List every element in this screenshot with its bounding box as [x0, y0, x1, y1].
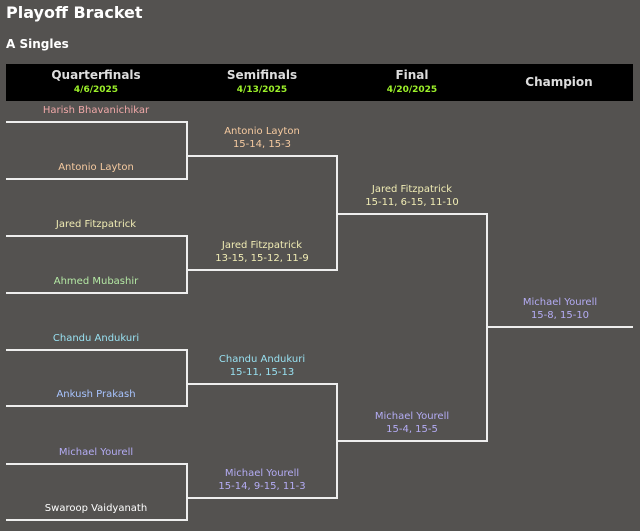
- final-player: Michael Yourell: [374, 411, 450, 422]
- qf-line: [6, 121, 188, 123]
- final-line: [336, 440, 488, 442]
- round-name: Champion: [525, 75, 593, 89]
- round-name: Semifinals: [226, 68, 298, 82]
- sf-line: [186, 155, 338, 157]
- qf-line: [6, 349, 188, 351]
- round-date: 4/20/2025: [386, 85, 438, 95]
- page-title: Playoff Bracket: [6, 3, 143, 22]
- qf-line: [6, 519, 188, 521]
- round-name: Final: [395, 68, 429, 82]
- sf-line: [186, 383, 338, 385]
- champion-line: [486, 326, 633, 328]
- qf-connector: [186, 349, 188, 407]
- sf-player: Chandu Andukuri: [218, 354, 306, 365]
- rounds-header: Quarterfinals 4/6/2025 Semifinals 4/13/202…: [6, 64, 633, 101]
- champion-player: Michael Yourell: [522, 297, 598, 308]
- qf-line: [6, 405, 188, 407]
- sf-player: Antonio Layton: [224, 126, 300, 137]
- champion-score: 15-8, 15-10: [530, 310, 590, 321]
- qf-line: [6, 178, 188, 180]
- qf-line: [6, 463, 188, 465]
- qf-player: Harish Bhavanichikar: [42, 105, 150, 116]
- sf-player: Jared Fitzpatrick: [221, 240, 303, 251]
- final-score: 15-11, 6-15, 11-10: [365, 197, 459, 208]
- round-date: 4/13/2025: [236, 85, 288, 95]
- qf-player: Ahmed Mubashir: [53, 276, 139, 287]
- round-quarterfinals: Quarterfinals 4/6/2025: [16, 64, 176, 95]
- qf-player: Chandu Andukuri: [52, 333, 140, 344]
- qf-player: Swaroop Vaidyanath: [44, 503, 148, 514]
- round-semifinals: Semifinals 4/13/2025: [182, 64, 342, 95]
- qf-line: [6, 292, 188, 294]
- qf-connector: [186, 121, 188, 180]
- sf-line: [186, 269, 338, 271]
- sf-player: Michael Yourell: [224, 468, 300, 479]
- sf-line: [186, 497, 338, 499]
- qf-player: Michael Yourell: [58, 447, 134, 458]
- qf-line: [6, 235, 188, 237]
- final-score: 15-4, 15-5: [386, 424, 438, 435]
- sf-score: 15-14, 15-3: [232, 139, 292, 150]
- sf-score: 15-11, 15-13: [229, 367, 295, 378]
- round-final: Final 4/20/2025: [332, 64, 492, 95]
- final-player: Jared Fitzpatrick: [371, 184, 453, 195]
- sf-score: 15-14, 9-15, 11-3: [218, 481, 306, 492]
- round-date: 4/6/2025: [73, 85, 119, 95]
- qf-player: Antonio Layton: [58, 162, 134, 173]
- qf-connector: [186, 235, 188, 294]
- sf-score: 13-15, 15-12, 11-9: [215, 253, 309, 264]
- round-champion: Champion: [479, 64, 639, 89]
- final-line: [336, 213, 488, 215]
- bracket-subtitle: A Singles: [6, 37, 69, 51]
- round-name: Quarterfinals: [51, 68, 141, 82]
- qf-connector: [186, 463, 188, 521]
- qf-player: Ankush Prakash: [56, 389, 136, 400]
- qf-player: Jared Fitzpatrick: [55, 219, 137, 230]
